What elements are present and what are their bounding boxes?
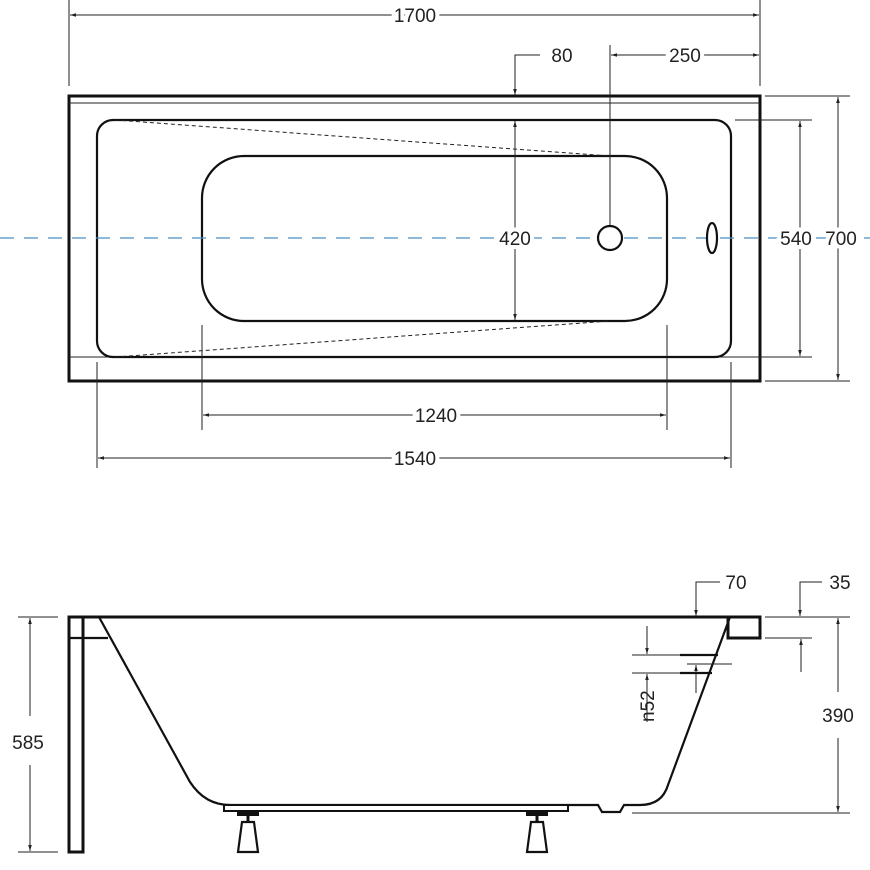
outer-rim bbox=[67, 94, 762, 383]
foot-right bbox=[525, 811, 549, 854]
dim-tub-depth: 390 bbox=[822, 706, 854, 727]
foot-left bbox=[236, 811, 260, 854]
top-view: 1700 80 250 420 540 700 1240 1540 bbox=[0, 0, 870, 470]
right-rim bbox=[726, 615, 762, 640]
drain-icon bbox=[596, 224, 624, 252]
dim-overall-length: 1700 bbox=[394, 6, 436, 27]
dim-drain-offset: 250 bbox=[669, 46, 701, 67]
side-view: n52 585 70 35 390 bbox=[12, 573, 854, 854]
slope-line bbox=[114, 320, 611, 358]
dim-rim-thickness: 35 bbox=[829, 573, 850, 594]
front-panel bbox=[67, 615, 85, 854]
base-plate bbox=[223, 804, 569, 812]
dim-overflow-offset: 80 bbox=[551, 46, 572, 67]
dim-inner-length: 1540 bbox=[394, 449, 436, 470]
tub-profile bbox=[98, 616, 732, 814]
dim-basin-width: 420 bbox=[499, 229, 531, 250]
dim-inner-width: 540 bbox=[780, 229, 812, 250]
slope-line bbox=[114, 119, 611, 157]
overflow-icon bbox=[705, 221, 719, 255]
dim-overall-width: 700 bbox=[825, 229, 857, 250]
dim-rim-offset: 70 bbox=[725, 573, 746, 594]
dim-basin-length: 1240 bbox=[415, 406, 457, 427]
dim-overflow-height: n52 bbox=[638, 690, 659, 722]
dim-total-height: 585 bbox=[12, 733, 44, 754]
